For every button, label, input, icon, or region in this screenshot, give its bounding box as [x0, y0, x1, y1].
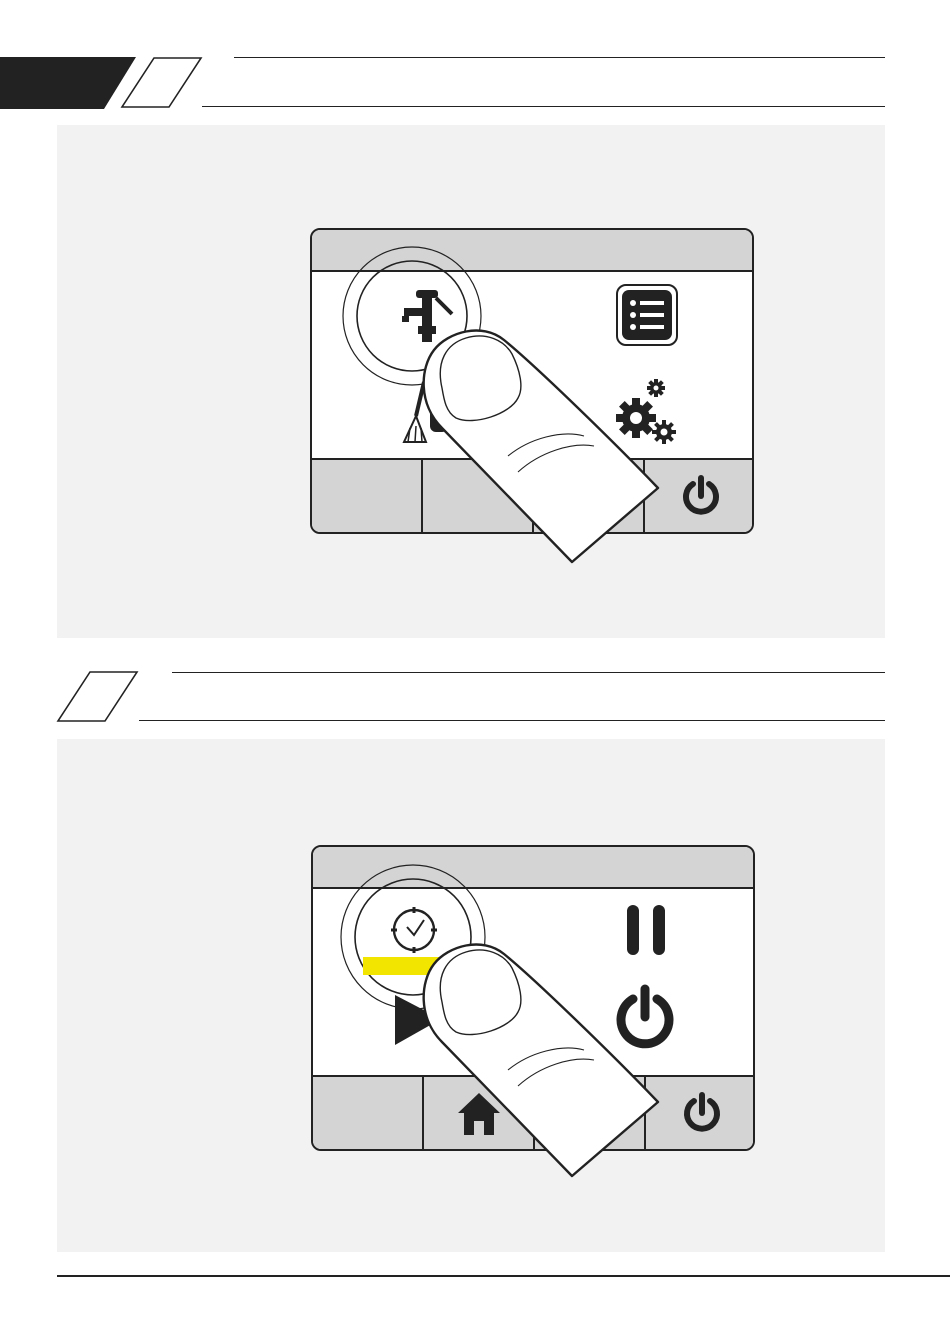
header-2-top-rule	[172, 672, 885, 673]
power-icon	[680, 1091, 724, 1135]
power-icon	[679, 474, 723, 518]
header-1-top-rule	[234, 57, 885, 58]
pointing-finger-1	[412, 318, 672, 578]
step-box-1	[118, 57, 208, 109]
screen-2-bottom-button-1[interactable]	[313, 1077, 424, 1149]
pointing-finger-2	[412, 932, 672, 1192]
footer-rule	[57, 1275, 950, 1277]
step-box-2	[54, 671, 144, 723]
screen-1-bottom-button-1[interactable]	[312, 460, 423, 532]
header-1-bottom-rule	[202, 106, 885, 107]
header-2-bottom-rule	[139, 720, 885, 721]
